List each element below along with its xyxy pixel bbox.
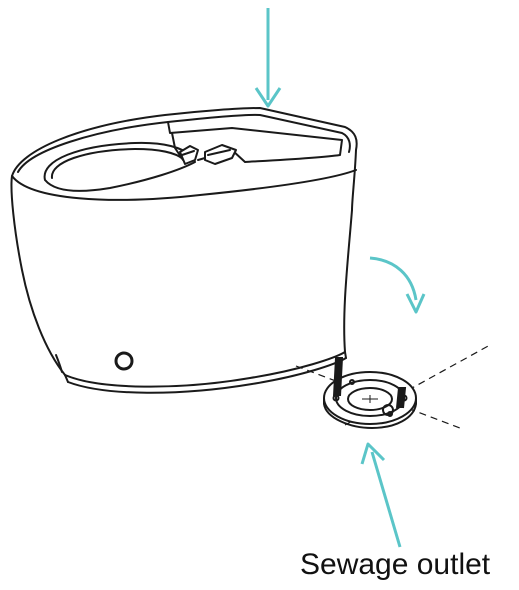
toilet-body (10, 107, 358, 394)
sewage-outlet-flange (323, 357, 417, 430)
down-arrow (254, 8, 282, 108)
sewage-outlet-label: Sewage outlet (300, 548, 491, 581)
rotation-arrow (369, 256, 426, 314)
up-arrow (360, 442, 402, 548)
